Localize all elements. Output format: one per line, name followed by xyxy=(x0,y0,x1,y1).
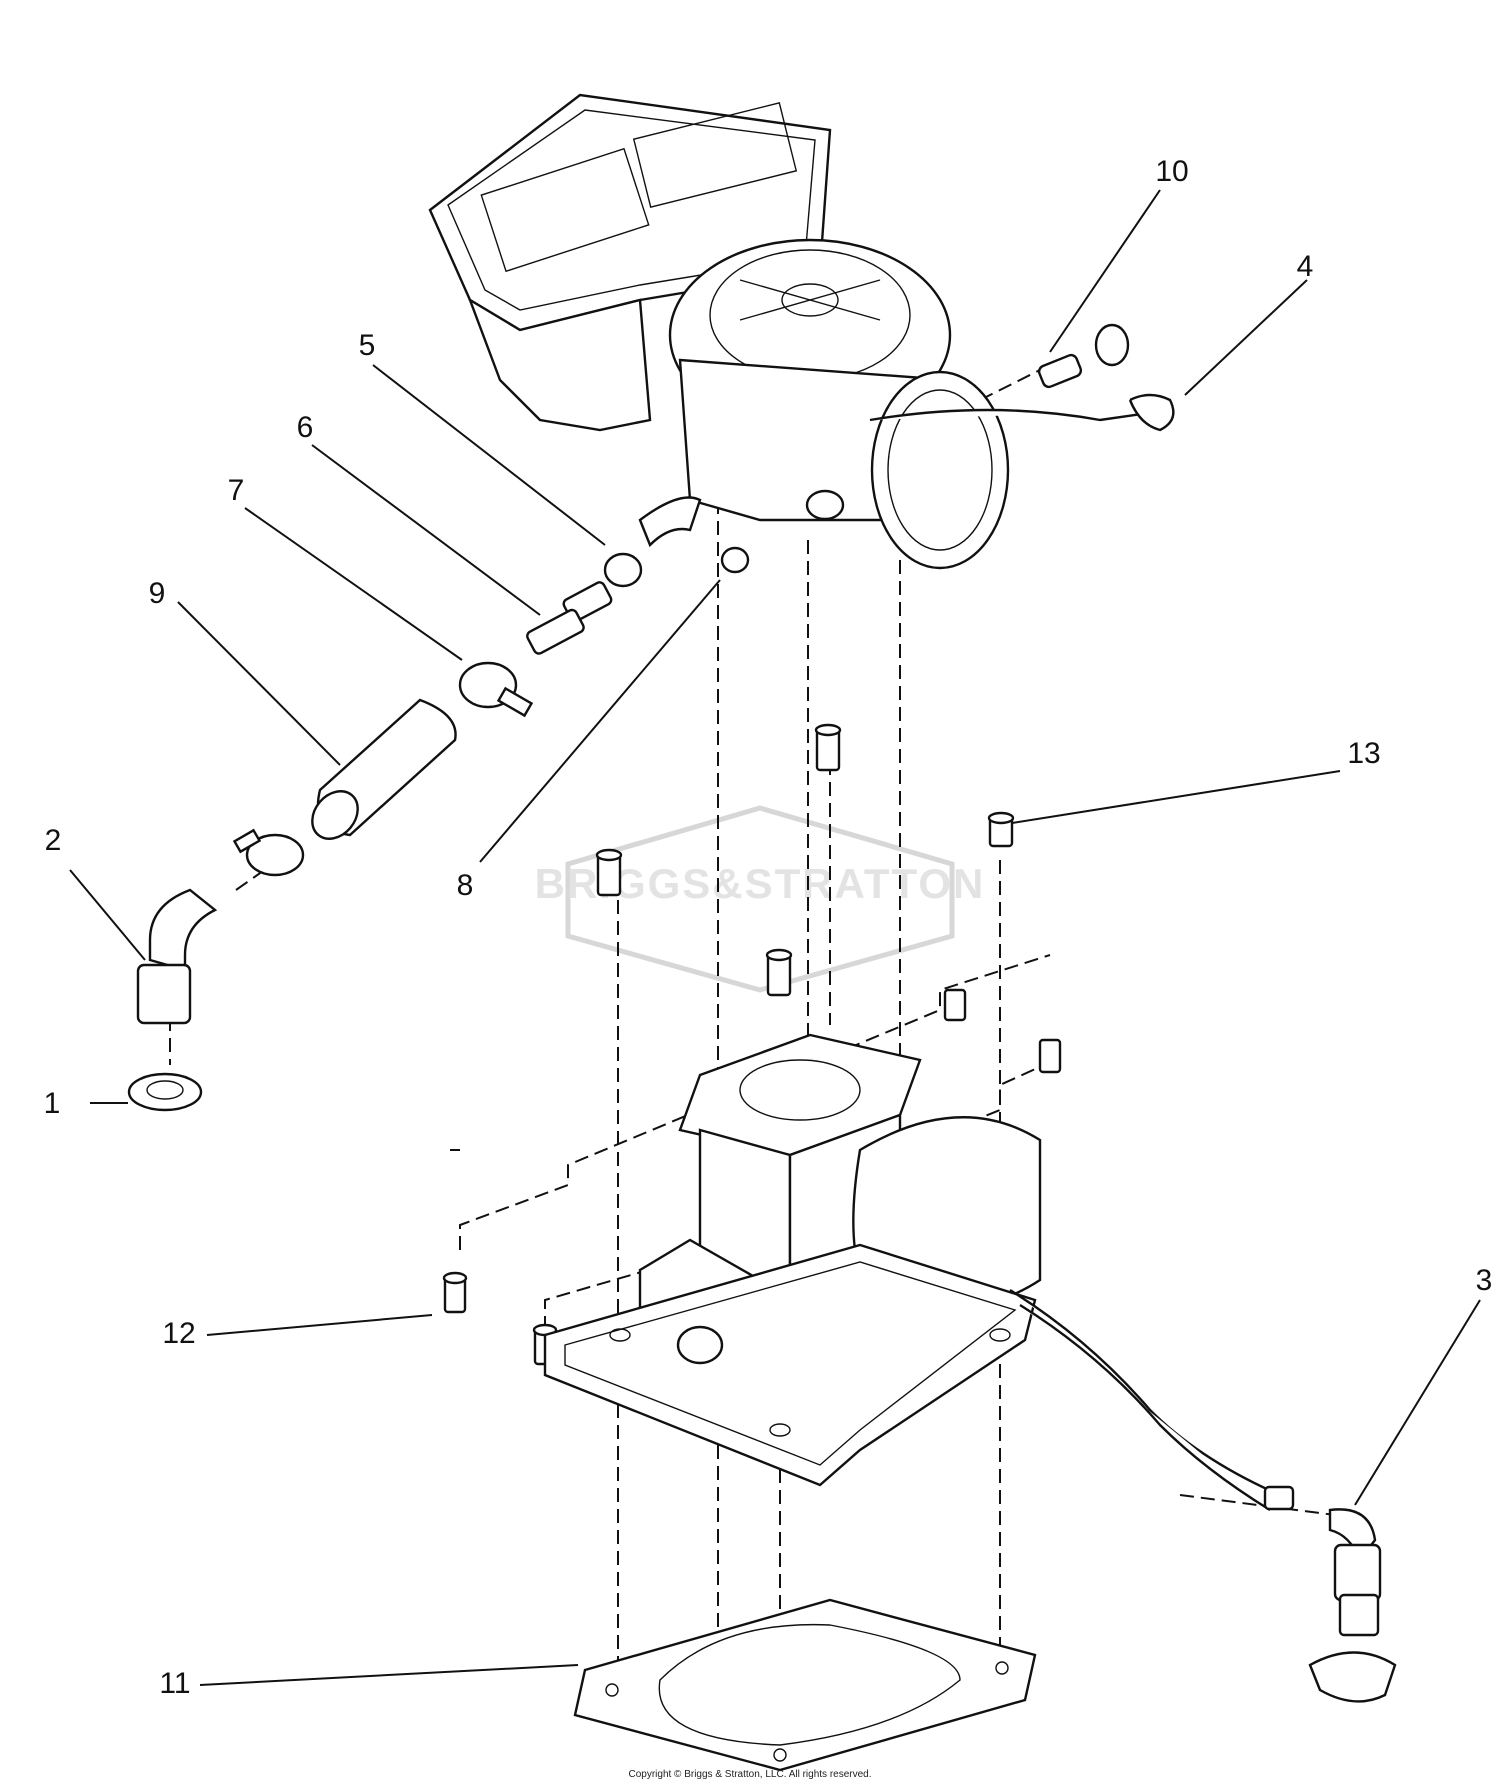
part-5-6-8-fittings xyxy=(526,496,750,655)
screws xyxy=(442,723,1062,1366)
callout-5: 5 xyxy=(359,329,376,362)
callout-7: 7 xyxy=(228,474,245,507)
callout-13: 13 xyxy=(1347,737,1380,770)
part-13-screw xyxy=(987,811,1015,848)
part-1-grommet xyxy=(127,1072,203,1112)
callout-8: 8 xyxy=(457,869,474,902)
regulator-assembly xyxy=(428,93,1175,570)
part-10-fitting xyxy=(1037,323,1130,389)
part-12-screw xyxy=(442,1271,468,1314)
callout-3: 3 xyxy=(1476,1264,1493,1297)
callout-1: 1 xyxy=(44,1087,61,1120)
part-7-hose-clamp xyxy=(458,661,534,718)
copyright-notice: Copyright © Briggs & Stratton, LLC. All … xyxy=(628,1769,872,1780)
part-2-elbow-fitting xyxy=(136,828,305,1025)
callout-10: 10 xyxy=(1155,155,1188,188)
callout-leaders xyxy=(69,189,1481,1686)
part-11-gasket xyxy=(573,1598,1037,1772)
callout-9: 9 xyxy=(149,577,166,610)
part-9-hose xyxy=(311,698,457,840)
callout-2: 2 xyxy=(45,824,62,857)
briggs-stratton-watermark-logo: BRIGGS&STRATTON xyxy=(535,805,983,993)
throttle-body-assembly xyxy=(543,1033,1042,1487)
callout-4: 4 xyxy=(1297,250,1314,283)
callout-6: 6 xyxy=(297,411,314,444)
callout-11: 11 xyxy=(159,1667,190,1700)
callout-labels: 1 2 3 4 5 6 7 8 9 10 11 12 13 xyxy=(44,155,1493,1700)
callout-12: 12 xyxy=(162,1317,195,1350)
part-3-elbow-fitting xyxy=(1009,1288,1397,1703)
